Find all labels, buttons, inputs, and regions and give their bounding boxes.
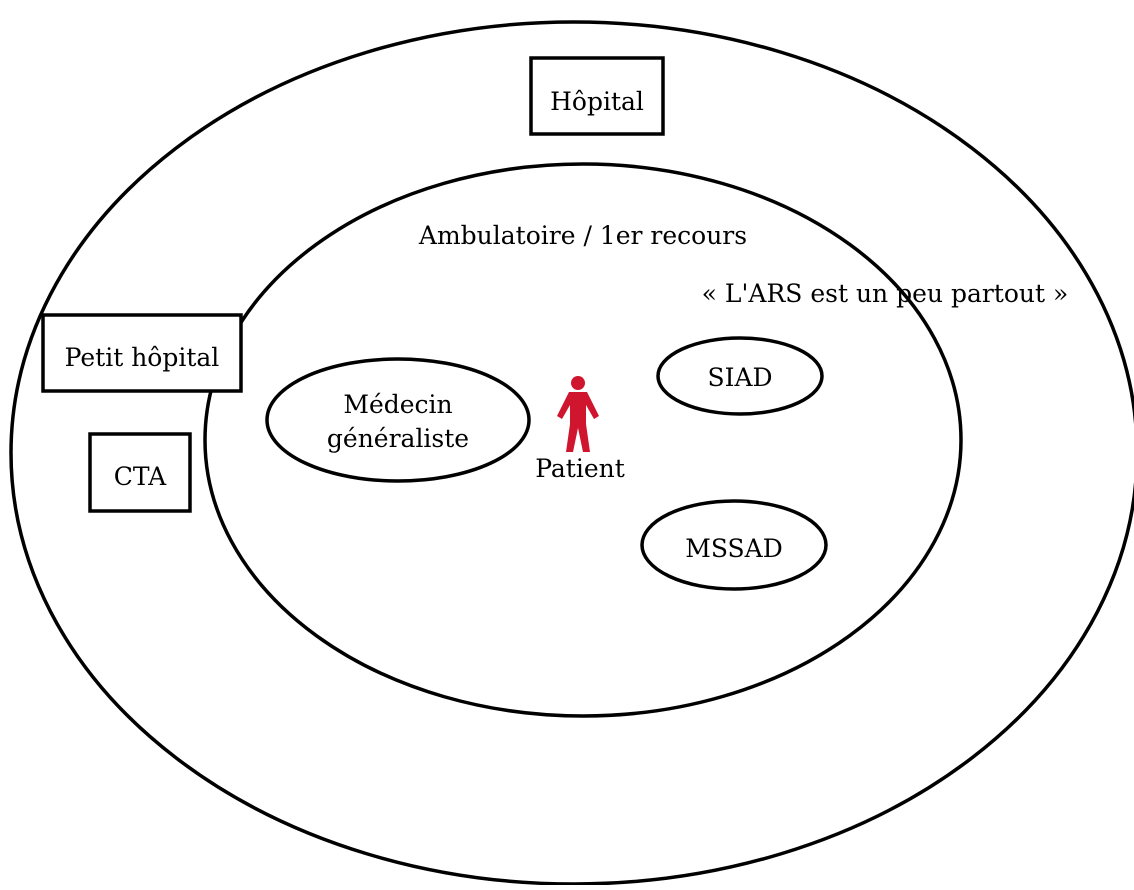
ambulatoire-label: Ambulatoire / 1er recours	[418, 221, 747, 250]
siad-oval: SIAD	[656, 336, 824, 416]
mssad-oval: MSSAD	[640, 499, 828, 591]
cta-label: CTA	[114, 462, 167, 491]
outer-zone-ellipse	[9, 20, 1134, 886]
petit-hopital-box: Petit hôpital	[41, 313, 243, 393]
inner-zone-ellipse	[203, 162, 963, 718]
patient-label: Patient	[535, 454, 625, 483]
medecin-label-line1: Médecin	[343, 390, 452, 419]
siad-label: SIAD	[707, 363, 772, 392]
medecin-generaliste-oval: Médecin généraliste	[265, 357, 531, 483]
petit-hopital-label: Petit hôpital	[65, 343, 220, 372]
mssad-label: MSSAD	[685, 534, 783, 563]
ars-note: « L'ARS est un peu partout »	[702, 279, 1069, 308]
medecin-label-line2: généraliste	[327, 424, 469, 453]
person-icon	[557, 376, 599, 452]
hopital-label: Hôpital	[550, 87, 644, 116]
hopital-box: Hôpital	[529, 56, 665, 136]
cta-box: CTA	[88, 432, 192, 513]
